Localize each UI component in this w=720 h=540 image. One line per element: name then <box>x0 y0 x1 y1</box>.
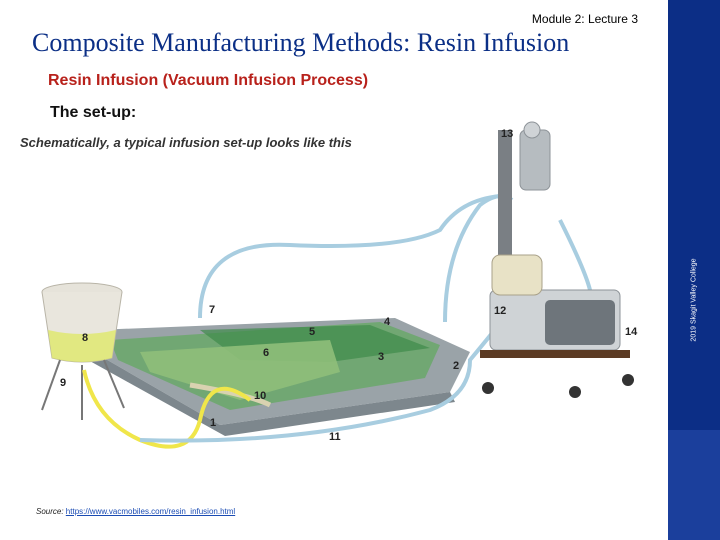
callout-2: 2 <box>453 360 459 372</box>
schematic-caption: Schematically, a typical infusion set-up… <box>20 135 352 150</box>
callout-3: 3 <box>378 351 384 363</box>
source-link[interactable]: https://www.vacmobiles.com/resin_infusio… <box>65 507 236 516</box>
source-citation: Source: https://www.vacmobiles.com/resin… <box>36 507 235 516</box>
callout-8: 8 <box>82 332 88 344</box>
callout-10: 10 <box>254 390 266 402</box>
source-prefix: Source: <box>36 507 66 516</box>
setup-label: The set-up: <box>50 104 137 120</box>
module-label: Module 2: Lecture 3 <box>531 12 638 26</box>
figure-callouts: 1 2 3 4 5 6 7 8 9 10 11 12 13 14 <box>60 128 638 443</box>
callout-7: 7 <box>209 304 215 316</box>
sidebar-copyright: 2019 Skagit Valley College <box>690 258 698 342</box>
resin-bucket <box>41 282 125 420</box>
callout-11: 11 <box>329 431 341 443</box>
callout-5: 5 <box>309 326 315 338</box>
sidebar-top <box>668 0 720 430</box>
callout-1: 1 <box>210 417 216 429</box>
vacuum-pump-cart <box>480 121 634 398</box>
callout-13: 13 <box>501 128 513 140</box>
callout-9: 9 <box>60 377 66 389</box>
callout-6: 6 <box>263 347 269 359</box>
section-subtitle: Resin Infusion (Vacuum Infusion Process) <box>48 72 369 89</box>
laminate-part <box>140 340 340 400</box>
sidebar: 2019 Skagit Valley College <box>668 0 720 540</box>
resin-feed-line <box>82 369 252 449</box>
callout-14: 14 <box>625 326 638 338</box>
callout-4: 4 <box>384 316 391 328</box>
infusion-setup-illustration: 1 2 3 4 5 6 7 8 9 10 11 12 13 14 <box>41 121 638 449</box>
sidebar-bottom <box>668 430 720 540</box>
page-title: Composite Manufacturing Methods: Resin I… <box>32 28 570 57</box>
callout-12: 12 <box>494 305 506 317</box>
